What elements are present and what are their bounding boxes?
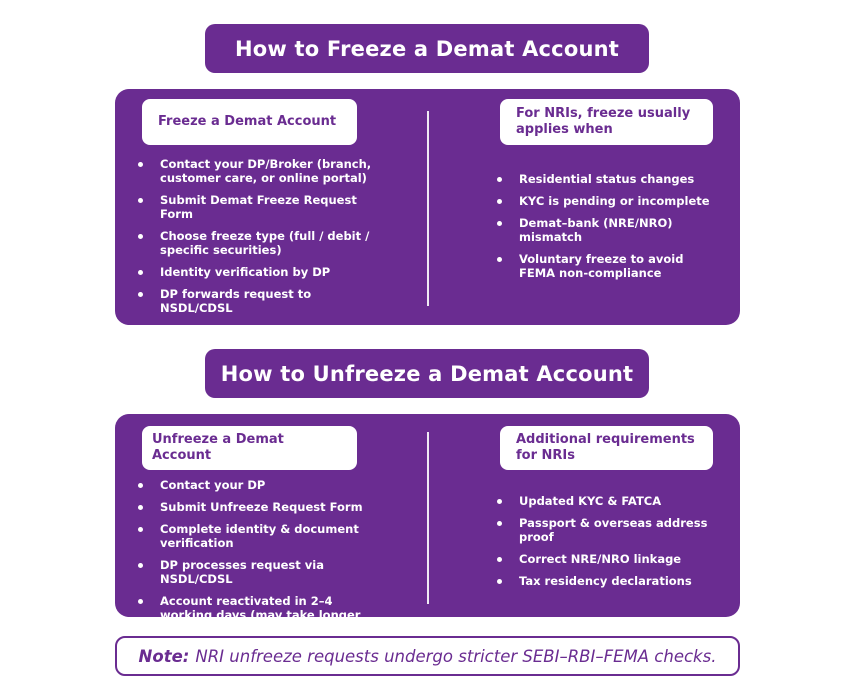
note-text: NRI unfreeze requests undergo stricter S… [195,646,717,666]
unfreeze-title-text: How to Unfreeze a Demat Account [220,361,634,386]
unfreeze-left-heading-text: Unfreeze a Demat Account [152,432,284,463]
list-item: Updated KYC & FATCA [493,494,723,508]
unfreeze-right-heading: Additional requirements for NRIs [500,426,713,470]
list-item: KYC is pending or incomplete [493,194,723,208]
freeze-right-heading-text: For NRIs, freeze usually applies when [516,106,691,137]
unfreeze-left-heading: Unfreeze a Demat Account [142,426,357,470]
list-item: DP processes request via NSDL/CDSL [134,558,379,586]
list-item: Correct NRE/NRO linkage [493,552,723,566]
list-item: Voluntary freeze to avoid FEMA non-compl… [493,252,723,280]
list-item: Contact your DP [134,478,379,492]
list-item: Identity verification by DP [134,265,379,279]
list-item: Passport & overseas address proof [493,516,723,544]
freeze-steps-list: Contact your DP/Broker (branch, customer… [134,157,379,345]
unfreeze-nri-list: Updated KYC & FATCA Passport & overseas … [493,494,723,596]
freeze-title-text: How to Freeze a Demat Account [235,36,619,61]
freeze-right-heading: For NRIs, freeze usually applies when [500,99,713,145]
list-item: Choose freeze type (full / debit / speci… [134,229,379,257]
list-item: Receive freeze confirmation [134,323,379,337]
unfreeze-panel: Unfreeze a Demat Account Contact your DP… [115,414,740,636]
freeze-nri-list: Residential status changes KYC is pendin… [493,172,723,288]
freeze-left-heading-text: Freeze a Demat Account [158,114,337,129]
list-item: DP forwards request to NSDL/CDSL [134,287,379,315]
freeze-title: How to Freeze a Demat Account [205,24,649,73]
unfreeze-right-heading-text: Additional requirements for NRIs [516,432,695,463]
freeze-divider [427,111,429,306]
note-box: Note: NRI unfreeze requests undergo stri… [115,636,740,676]
freeze-panel: Freeze a Demat Account Contact your DP/B… [115,89,740,337]
list-item: Account reactivated in 2–4 working days … [134,594,379,636]
unfreeze-steps-list: Contact your DP Submit Unfreeze Request … [134,478,379,644]
list-item: Submit Unfreeze Request Form [134,500,379,514]
unfreeze-divider [427,432,429,604]
list-item: Complete identity & document verificatio… [134,522,379,550]
list-item: Demat–bank (NRE/NRO) mismatch [493,216,723,244]
list-item: Tax residency declarations [493,574,723,588]
list-item: Contact your DP/Broker (branch, customer… [134,157,379,185]
unfreeze-title: How to Unfreeze a Demat Account [205,349,649,398]
list-item: Submit Demat Freeze Request Form [134,193,379,221]
list-item: Residential status changes [493,172,723,186]
freeze-left-heading: Freeze a Demat Account [142,99,357,145]
note-label: Note: [138,646,190,666]
